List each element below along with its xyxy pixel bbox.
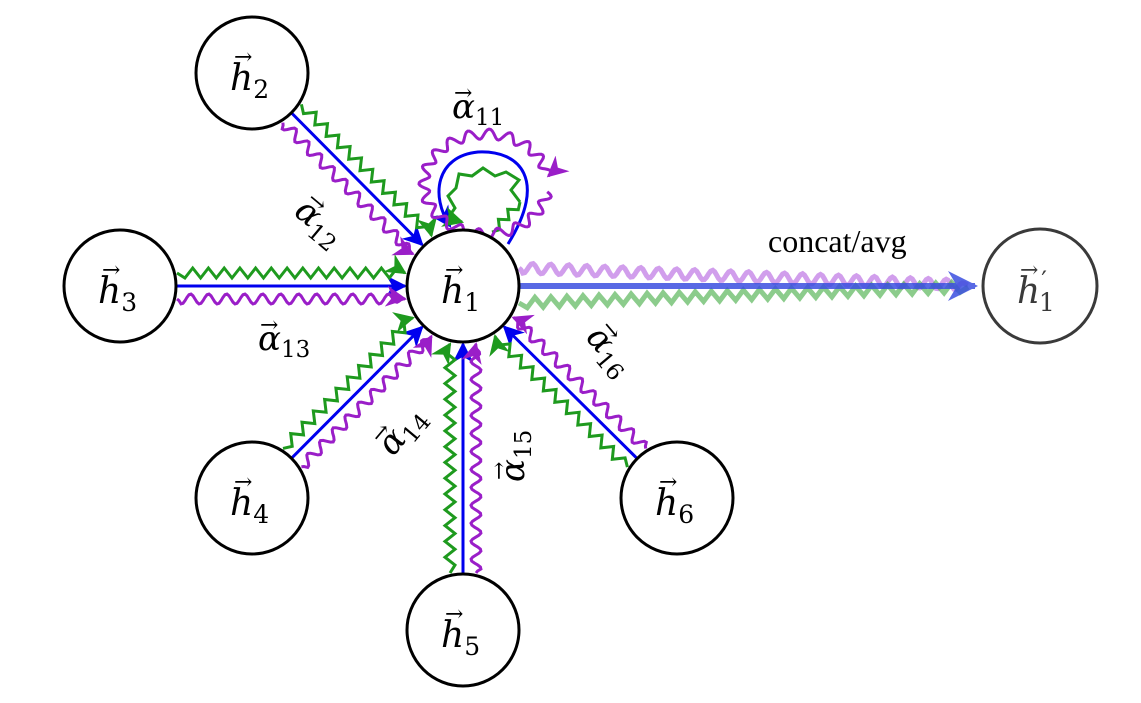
vector-arrow: → xyxy=(659,470,677,495)
vector-arrow: → xyxy=(445,602,463,627)
aggregation-head-2-zigzag xyxy=(517,278,970,312)
node-h5-label: h5 xyxy=(441,615,480,661)
svg-text:α16: α16 xyxy=(575,318,642,386)
node-h3-label: h3 xyxy=(98,271,137,317)
attention-label-a13: → α13 xyxy=(258,313,310,363)
svg-text:→: → xyxy=(454,81,472,106)
vector-arrow: → xyxy=(102,258,120,283)
svg-text:→: → xyxy=(487,462,512,480)
edge-h4-head-3 xyxy=(301,334,433,470)
node-h1-output: → h′1 xyxy=(981,227,1099,345)
vector-arrow: → xyxy=(445,258,463,283)
node-h5: → h5 xyxy=(405,572,521,688)
edge-h2-head-2 xyxy=(299,103,438,238)
node-h4-label: h4 xyxy=(230,483,269,529)
edge-h4-head-2 xyxy=(282,312,415,450)
node-h1-output-label: h′1 xyxy=(1017,266,1055,317)
self-loop-head-2 xyxy=(448,166,522,232)
aggregation-head-3-wave xyxy=(517,260,969,292)
edge-h5-head-3 xyxy=(461,341,483,574)
edge-h4-head-1 xyxy=(291,325,424,459)
edge-h2-head-1 xyxy=(291,112,424,247)
attention-label-a16: → α16 xyxy=(575,315,642,386)
vector-arrow: → xyxy=(234,45,252,70)
edge-h6-head-3 xyxy=(511,314,649,449)
svg-text:α12: α12 xyxy=(284,190,352,257)
svg-text:α11: α11 xyxy=(452,87,504,131)
edge-h6-head-2 xyxy=(489,334,629,468)
svg-text:α14: α14 xyxy=(369,397,436,465)
node-h4: → h4 xyxy=(194,440,310,556)
svg-text:α13: α13 xyxy=(258,319,310,363)
node-h3: → h3 xyxy=(62,228,178,344)
self-loop-head-3 xyxy=(417,127,570,241)
svg-text:→: → xyxy=(260,313,278,338)
svg-text:α15: α15 xyxy=(493,430,537,482)
edge-h5-head-2 xyxy=(431,342,458,574)
vector-arrow: → xyxy=(234,470,252,495)
attention-edges xyxy=(176,103,649,574)
edge-h3-head-2 xyxy=(176,254,407,281)
node-h6-label: h6 xyxy=(655,483,694,529)
node-h1-label: h1 xyxy=(441,271,480,317)
attention-label-a14: → α14 xyxy=(366,397,437,465)
node-h6: → h6 xyxy=(619,440,735,556)
node-h2-label: h2 xyxy=(230,58,269,104)
attention-label-a15: → α15 xyxy=(487,430,537,482)
aggregation-edge xyxy=(517,260,978,312)
edge-h3-head-3 xyxy=(176,285,408,307)
attention-label-a11: → α11 xyxy=(452,81,504,131)
node-h2: → h2 xyxy=(194,15,310,131)
node-h1: → h1 xyxy=(405,228,521,344)
edge-h2-head-3 xyxy=(280,122,415,256)
vector-arrow: → xyxy=(1020,258,1038,283)
aggregation-label: concat/avg xyxy=(768,223,907,259)
attention-label-a12: → α12 xyxy=(284,187,352,258)
edge-h6-head-1 xyxy=(502,325,638,459)
self-loop-head-1 xyxy=(430,150,529,245)
